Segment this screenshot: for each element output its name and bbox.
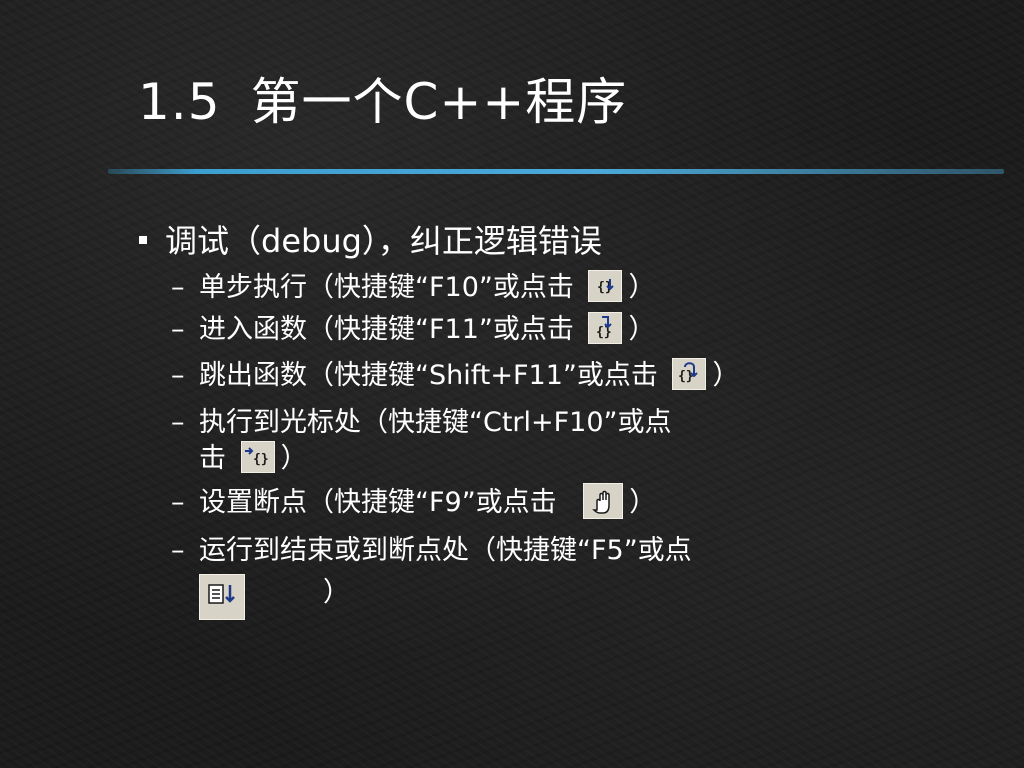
step-over-close: ） xyxy=(628,272,656,303)
breakpoint-text: 设置断点（快捷键“F9”或点击 xyxy=(199,487,557,518)
breakpoint-item: –设置断点（快捷键“F9”或点击 ） xyxy=(171,482,657,522)
go-item: –运行到结束或到断点处（快捷键“F5”或点 xyxy=(171,533,692,569)
step-into-text: 进入函数（快捷键“F11”或点击 xyxy=(199,314,574,345)
dash: – xyxy=(171,407,185,438)
go-text: 运行到结束或到断点处（快捷键“F5”或点 xyxy=(199,535,692,566)
step-into-icon: {} xyxy=(588,311,623,344)
svg-text:{}: {} xyxy=(597,280,613,295)
dash: – xyxy=(171,487,185,518)
svg-text:{}: {} xyxy=(596,325,612,340)
dash: – xyxy=(171,272,185,303)
title-text: 第一个C++程序 xyxy=(250,73,628,131)
step-out-item: –跳出函数（快捷键“Shift+F11”或点击 {} ） xyxy=(171,357,740,394)
run-to-cursor-close: ） xyxy=(280,443,308,474)
step-into-close: ） xyxy=(628,314,656,345)
run-to-cursor-icon: {} xyxy=(240,440,275,473)
svg-text:{}: {} xyxy=(678,369,694,384)
dash: – xyxy=(171,314,185,345)
svg-text:{}: {} xyxy=(253,452,269,467)
slide-title: 1.5 第一个C++程序 xyxy=(138,72,627,132)
go-close: ） xyxy=(323,576,350,608)
dash: – xyxy=(171,360,185,391)
main-bullet-text: 调试（debug），纠正逻辑错误 xyxy=(165,222,602,260)
step-into-item: –进入函数（快捷键“F11”或点击 {} ） xyxy=(171,311,656,348)
step-over-text: 单步执行（快捷键“F10”或点击 xyxy=(199,272,574,303)
step-over-icon: {} xyxy=(588,269,623,302)
step-out-icon: {} xyxy=(672,357,707,390)
breakpoint-close: ） xyxy=(629,487,657,518)
main-bullet: 调试（debug），纠正逻辑错误 xyxy=(139,220,602,262)
step-over-item: –单步执行（快捷键“F10”或点击 {} ） xyxy=(171,269,656,306)
run-to-cursor-text-cont: 击 xyxy=(199,443,226,474)
go-icon xyxy=(199,574,245,620)
run-to-cursor-item: –执行到光标处（快捷键“Ctrl+F10”或点 击 {} ） xyxy=(171,405,672,477)
step-out-close: ） xyxy=(712,360,740,391)
breakpoint-hand-icon xyxy=(583,482,624,519)
run-to-cursor-text: 执行到光标处（快捷键“Ctrl+F10”或点 xyxy=(199,407,672,438)
title-divider xyxy=(108,169,1004,174)
dash: – xyxy=(171,535,185,566)
bullet-square-icon xyxy=(139,236,147,244)
step-out-text: 跳出函数（快捷键“Shift+F11”或点击 xyxy=(199,360,658,391)
go-item-line2: ） xyxy=(199,570,350,620)
title-number: 1.5 xyxy=(138,73,221,131)
